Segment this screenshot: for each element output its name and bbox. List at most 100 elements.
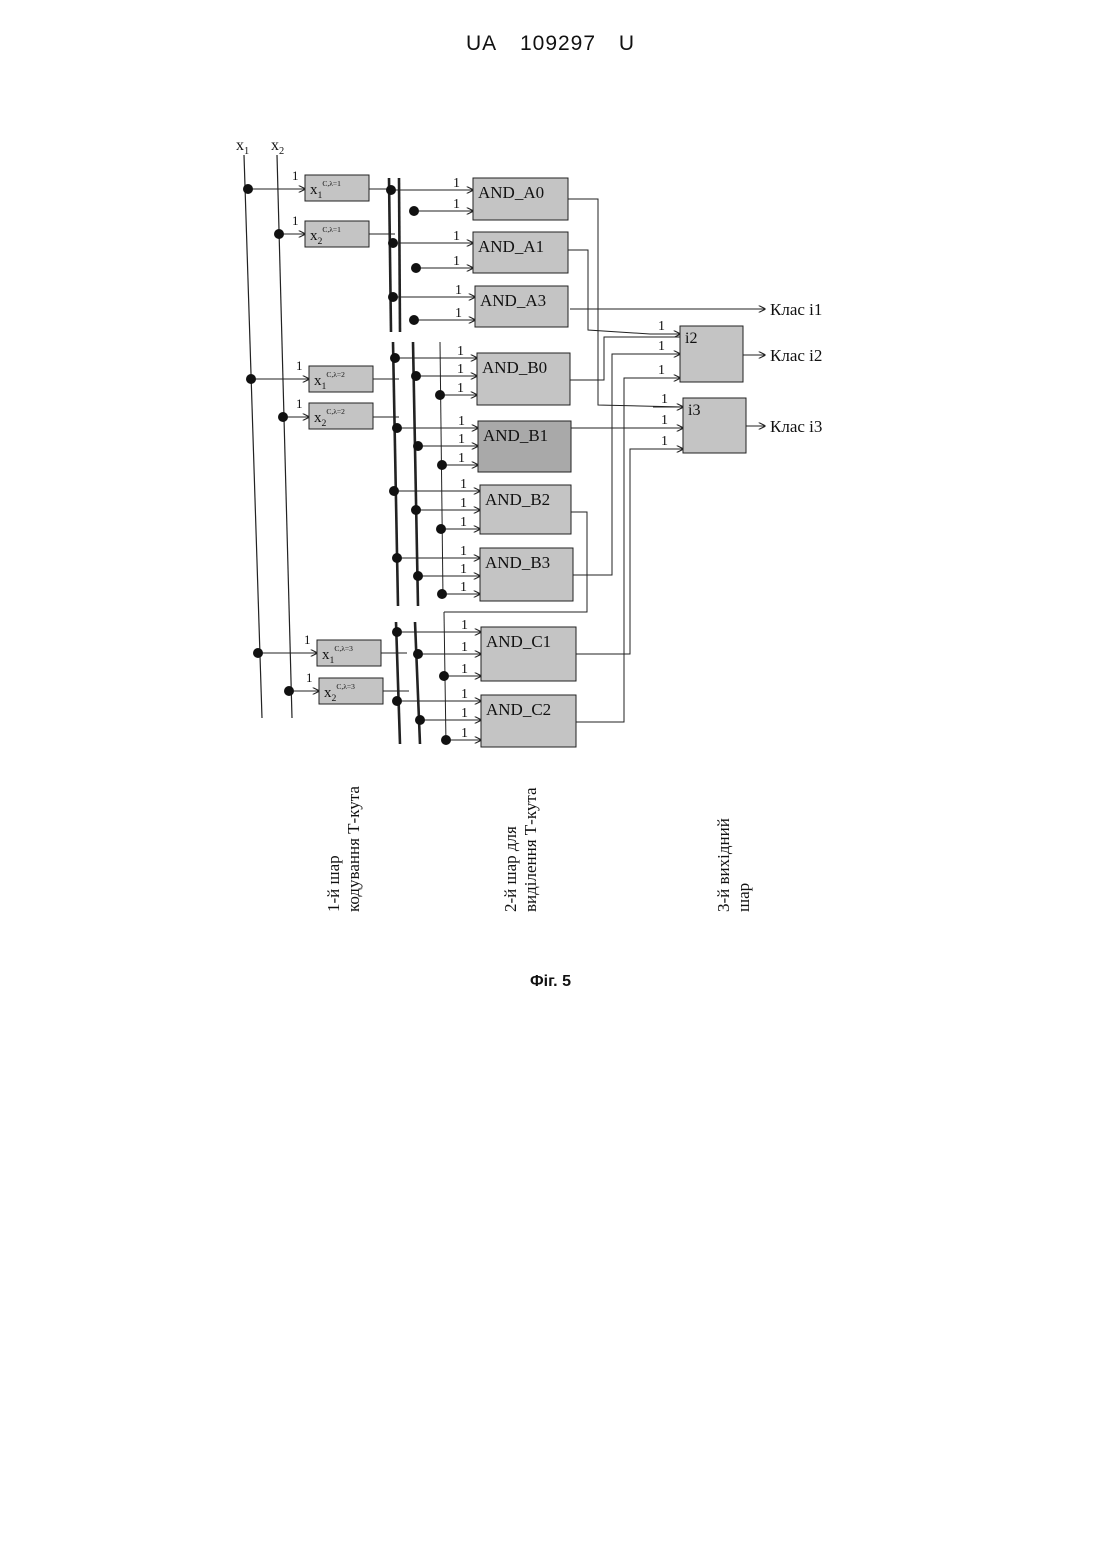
class-output-label: Клас i1 <box>770 300 822 319</box>
and-gate-input-weight: 1 <box>461 640 468 655</box>
output-node-input-weight: 1 <box>658 339 665 354</box>
output-node-input-weight: 1 <box>661 413 668 428</box>
and-gate-input-weight: 1 <box>455 283 462 298</box>
and-gate-label: AND_A1 <box>478 237 544 256</box>
and-gate-input-weight: 1 <box>460 580 467 595</box>
encoder-weight: 1 <box>292 168 299 183</box>
class-output-label: Клас i2 <box>770 346 822 365</box>
encoder-weight: 1 <box>304 632 311 647</box>
layer-label-line1: 3-й вихідний <box>714 818 733 912</box>
and-gate-input-weight: 1 <box>453 229 460 244</box>
output-node-input-weight: 1 <box>661 392 668 407</box>
output-node-label: i2 <box>685 330 697 347</box>
junction-dot <box>278 412 288 422</box>
layer-label-line2: виділення Т-кута <box>521 787 540 912</box>
junction-dot <box>409 315 419 325</box>
junction-dot <box>388 238 398 248</box>
gate-boxes <box>305 175 746 747</box>
input-label-1: x1 <box>236 137 249 157</box>
bus-b-3 <box>440 342 443 598</box>
layer-label-line2: шар <box>734 883 753 912</box>
junction-dot <box>389 486 399 496</box>
and-gate-label: AND_B3 <box>485 553 550 572</box>
class-output-label: Клас i3 <box>770 417 822 436</box>
bus-b-2 <box>413 342 418 606</box>
output-node-input-weight: 1 <box>661 434 668 449</box>
junction-dot <box>388 292 398 302</box>
junction-dot <box>390 353 400 363</box>
and-gate-label: AND_C2 <box>486 700 551 719</box>
route-c2-i2 <box>576 378 680 722</box>
layer-label-3: 3-й вихіднийшар <box>714 818 753 912</box>
and-gate-input-weight: 1 <box>457 362 464 377</box>
layer-label-line1: 2-й шар для <box>501 826 520 912</box>
bus-b-1 <box>393 342 398 606</box>
and-gate-input-weight: 1 <box>460 477 467 492</box>
and-gate-input-weight: 1 <box>461 726 468 741</box>
and-gate-label: AND_B2 <box>485 490 550 509</box>
and-gate-input-weight: 1 <box>460 496 467 511</box>
and-gate-input-weight: 1 <box>460 544 467 559</box>
and-gate-label: AND_C1 <box>486 632 551 651</box>
layer-label-line1: 1-й шар <box>324 855 343 912</box>
bus-c-2 <box>415 622 420 744</box>
route-b3-i2 <box>573 354 680 575</box>
junction-dot <box>415 715 425 725</box>
input-line-x2 <box>277 155 292 718</box>
and-gate-label: AND_B0 <box>482 358 547 377</box>
and-gate-input-weight: 1 <box>453 176 460 191</box>
junction-dot <box>437 589 447 599</box>
and-gate-input-weight: 1 <box>460 562 467 577</box>
junction-dot <box>274 229 284 239</box>
junction-dot <box>243 184 253 194</box>
layer-label-1: 1-й шаркодування Т-кута <box>324 786 363 912</box>
and-gate-label: AND_A3 <box>480 291 546 310</box>
junction-dot <box>441 735 451 745</box>
junction-dot <box>436 524 446 534</box>
encoder-weight: 1 <box>292 213 299 228</box>
output-node-input-weight: 1 <box>658 363 665 378</box>
route-a0-i3 <box>568 199 683 407</box>
and-gate-input-weight: 1 <box>457 344 464 359</box>
junction-dot <box>411 371 421 381</box>
route-c1-i3 <box>576 449 683 654</box>
junction-dot <box>392 696 402 706</box>
output-node-input-weight: 1 <box>658 319 665 334</box>
junction-dot <box>435 390 445 400</box>
input-line-x1 <box>244 155 262 718</box>
and-gate-input-weight: 1 <box>461 687 468 702</box>
and-gate-input-weight: 1 <box>461 662 468 677</box>
bus-a-1 <box>389 178 391 332</box>
junction-dot <box>392 423 402 433</box>
junction-dot <box>411 263 421 273</box>
output-node-label: i3 <box>688 402 700 419</box>
layer-label-line2: кодування Т-кута <box>344 786 363 912</box>
figure-caption: Фіг. 5 <box>0 973 1101 991</box>
encoder-weight: 1 <box>306 670 313 685</box>
junction-dot <box>386 185 396 195</box>
and-gate-input-weight: 1 <box>453 254 460 269</box>
junction-dot <box>413 441 423 451</box>
bus-c-1 <box>396 622 400 744</box>
and-gate-input-weight: 1 <box>461 618 468 633</box>
layer-label-2: 2-й шар длявиділення Т-кута <box>501 787 540 912</box>
junction-dot <box>437 460 447 470</box>
junction-dot <box>392 553 402 563</box>
junction-dot <box>284 686 294 696</box>
and-gate-input-weight: 1 <box>458 432 465 447</box>
junction-dot <box>392 627 402 637</box>
bus-a-2 <box>399 178 400 332</box>
and-gate-input-weight: 1 <box>461 706 468 721</box>
junction-dot <box>246 374 256 384</box>
and-gate-label: AND_A0 <box>478 183 544 202</box>
junction-dot <box>413 571 423 581</box>
junction-dot <box>413 649 423 659</box>
and-gate-input-weight: 1 <box>458 451 465 466</box>
and-gate-label: AND_B1 <box>483 426 548 445</box>
encoder-weight: 1 <box>296 358 303 373</box>
and-gate-input-weight: 1 <box>457 381 464 396</box>
encoder-weight: 1 <box>296 396 303 411</box>
input-label-2: x2 <box>271 137 284 157</box>
and-gate-input-weight: 1 <box>460 515 467 530</box>
